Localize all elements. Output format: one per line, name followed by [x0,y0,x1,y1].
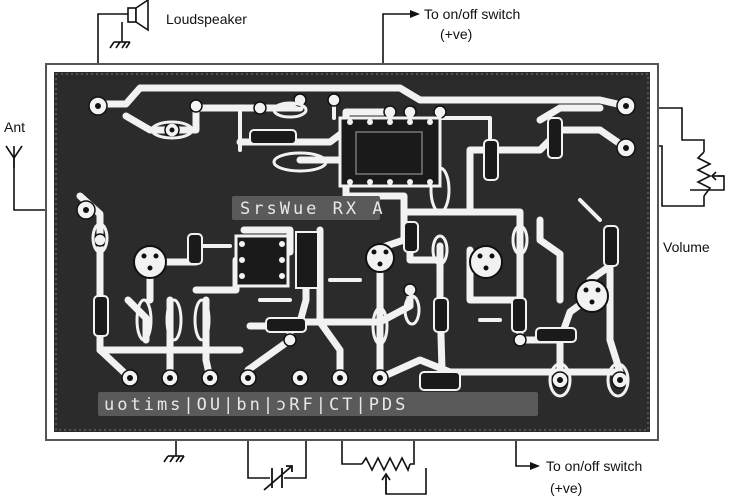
board-silkscreen: SrsWue RX A uotims|OU|bn|ɔRF|CT|PDS [98,196,538,416]
ic-audio-amplifier [338,116,442,188]
capacitor-c2 [165,298,183,342]
ground-symbol-speaker-icon [109,41,131,49]
resistor-r8 [535,327,577,343]
transistor-q2 [365,243,395,273]
resistor-r4 [265,317,307,333]
resistor-r7 [511,297,527,333]
board-title-text: SrsWue RX A [240,199,386,219]
capacitor-c11 [272,101,308,119]
label-volume: Volume [663,239,710,255]
label-switch-top-polarity: (+ve) [440,26,472,42]
integrated-circuits [234,116,442,289]
capacitor-c1 [135,298,153,342]
label-switch-bottom-polarity: (+ve) [550,480,582,496]
silk-label-box-title [232,196,380,220]
resistor-r3 [249,129,297,145]
resistor-r9 [483,139,499,181]
capacitor-c3 [193,298,211,342]
capacitor-c4 [371,306,389,346]
diagram-labels: Loudspeaker To on/off switch (+ve) Ant V… [4,6,710,496]
resistor-r11 [603,225,619,267]
resistor-r6 [433,297,449,333]
capacitor-c6 [431,234,449,266]
capacitor-c5 [403,294,421,326]
capacitor-c8 [91,222,109,254]
capacitor-c10 [272,151,328,173]
label-loudspeaker: Loudspeaker [166,11,247,27]
label-antenna: Ant [4,119,25,135]
resistor-r1 [93,295,109,337]
volume-wire-top [628,107,705,152]
board-footer-text: uotims|OU|bn|ɔRF|CT|PDS [104,395,408,415]
arrow-right-bottom-icon [530,462,540,470]
pcb-components [76,93,636,398]
antenna-icon [5,145,23,168]
transistor-q3 [469,245,503,279]
resistor-r5 [403,221,419,253]
resistor-r2 [187,233,203,265]
ground-symbol-bottom-icon [163,455,185,463]
label-switch-top: To on/off switch [424,6,520,22]
loudspeaker-icon [127,0,149,32]
passive-components [93,117,619,391]
trimmer-capacitor-icon [263,465,293,491]
capacitor-c7 [511,224,529,256]
transistor-q1 [133,245,167,279]
pot-wiper-wire [385,468,427,495]
label-switch-bottom: To on/off switch [546,458,642,474]
capacitor-c9 [150,120,194,140]
volume-potentiometer-icon [696,151,724,197]
resistor-r12 [419,371,461,391]
capacitor-c12 [548,362,572,398]
transistor-q4 [575,279,609,313]
potentiometer-icon [361,456,411,494]
capacitors [91,101,630,398]
silk-label-box-footer [98,392,538,416]
arrow-right-icon [410,10,420,18]
resistor-r10 [547,117,563,159]
capacitor-c13 [606,362,630,398]
